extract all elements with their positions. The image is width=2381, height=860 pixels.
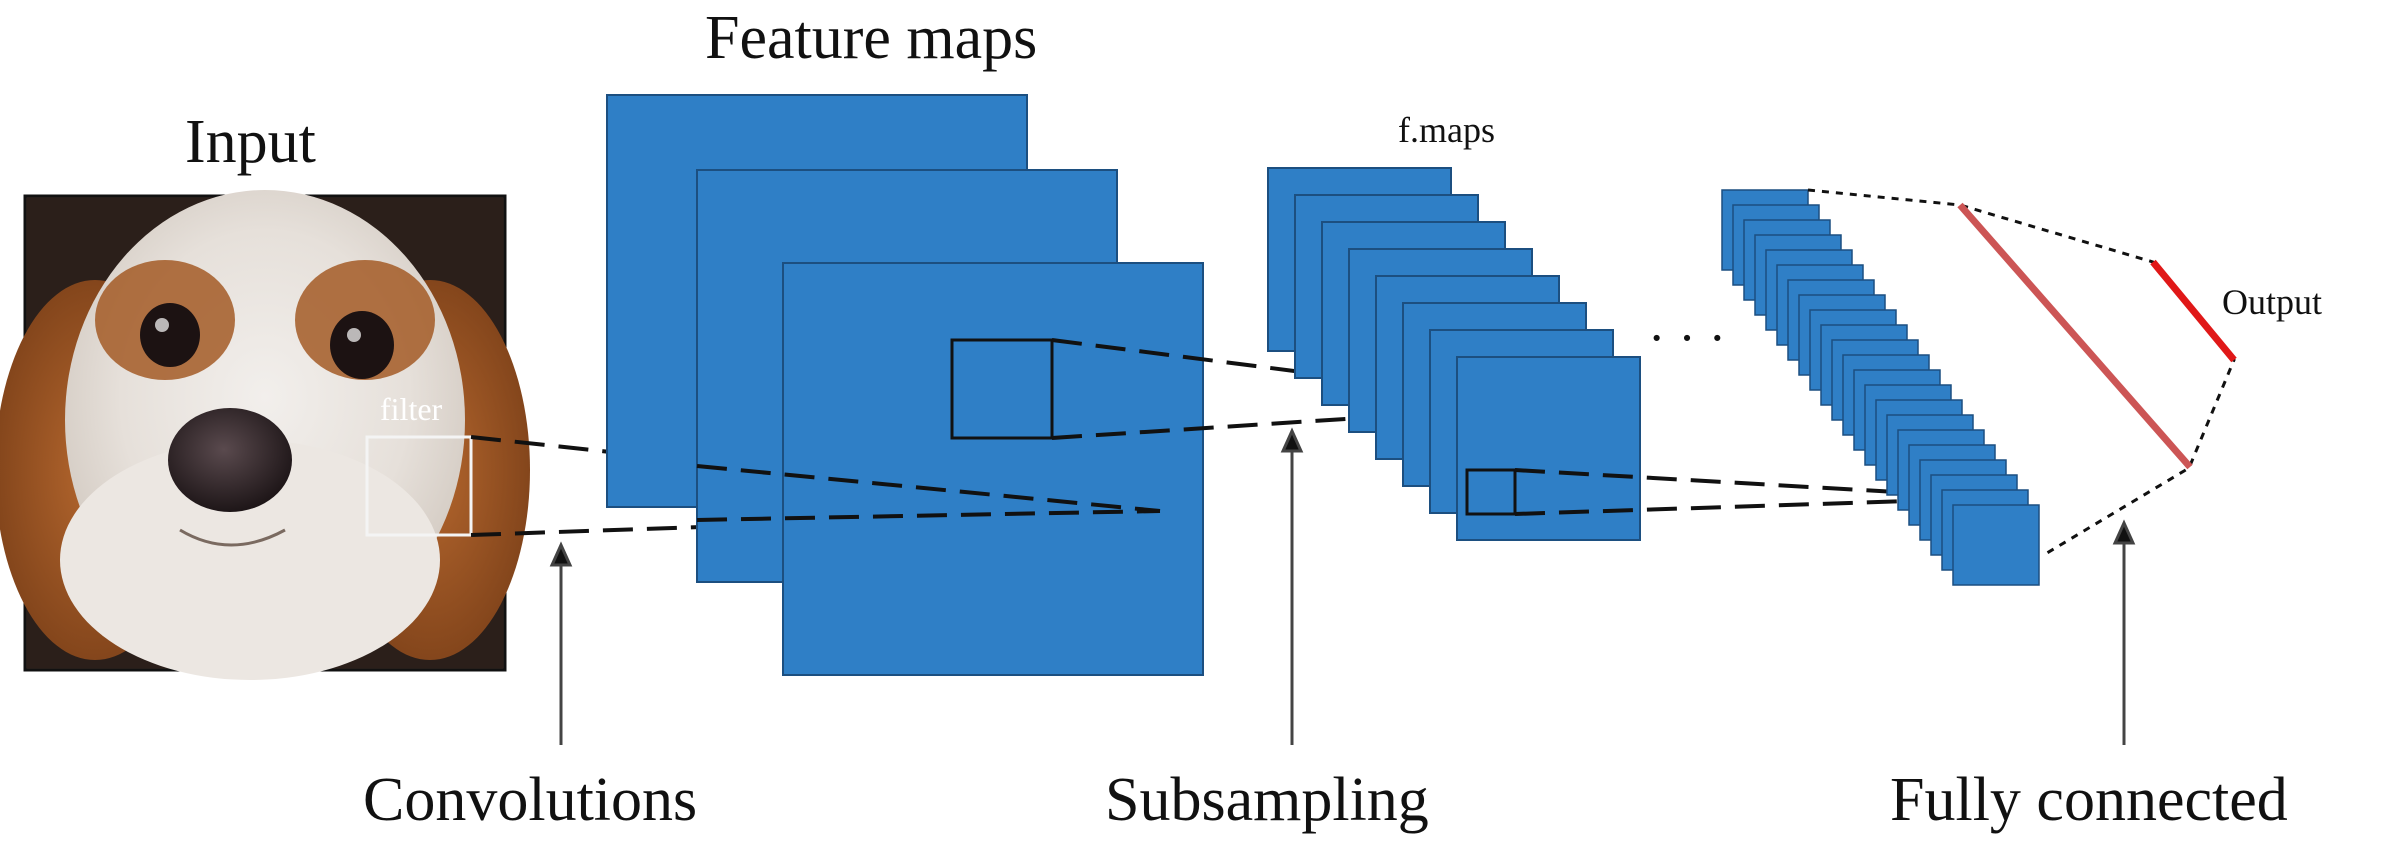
filter-label: filter: [380, 391, 443, 427]
subsampling-arrow-head: [1280, 427, 1304, 453]
feature-map-stack: [606, 94, 1204, 676]
subsampled-feature-maps: [1267, 167, 1641, 541]
filter-box: [365, 435, 473, 537]
pooling-window: [950, 338, 1054, 440]
fully-connected-block: [1807, 188, 2237, 558]
ellipsis: · · ·: [1648, 310, 1726, 367]
flattened-slice-22: [1952, 504, 2040, 586]
subsampling-label: Subsampling: [1105, 766, 1429, 834]
output-layer: [2150, 259, 2237, 363]
fully-connected-arrow-head: [2112, 519, 2136, 545]
fc-hidden-layer: [1957, 202, 2193, 470]
convolutions-arrow-head: [549, 541, 573, 567]
f-map-window: [1465, 468, 1517, 516]
f-maps-label: f.maps: [1398, 110, 1495, 150]
annotation-arrows: [549, 427, 2136, 745]
convolutions-label: Convolutions: [363, 766, 697, 834]
input-label: Input: [185, 108, 316, 176]
output-label: Output: [2222, 282, 2322, 322]
feature-maps-label: Feature maps: [705, 4, 1037, 72]
fully-connected-label: Fully connected: [1890, 766, 2288, 834]
input-image: filter: [0, 190, 530, 680]
feature-map-3: [782, 262, 1204, 676]
flattened-layer-stack: [1721, 189, 2040, 586]
